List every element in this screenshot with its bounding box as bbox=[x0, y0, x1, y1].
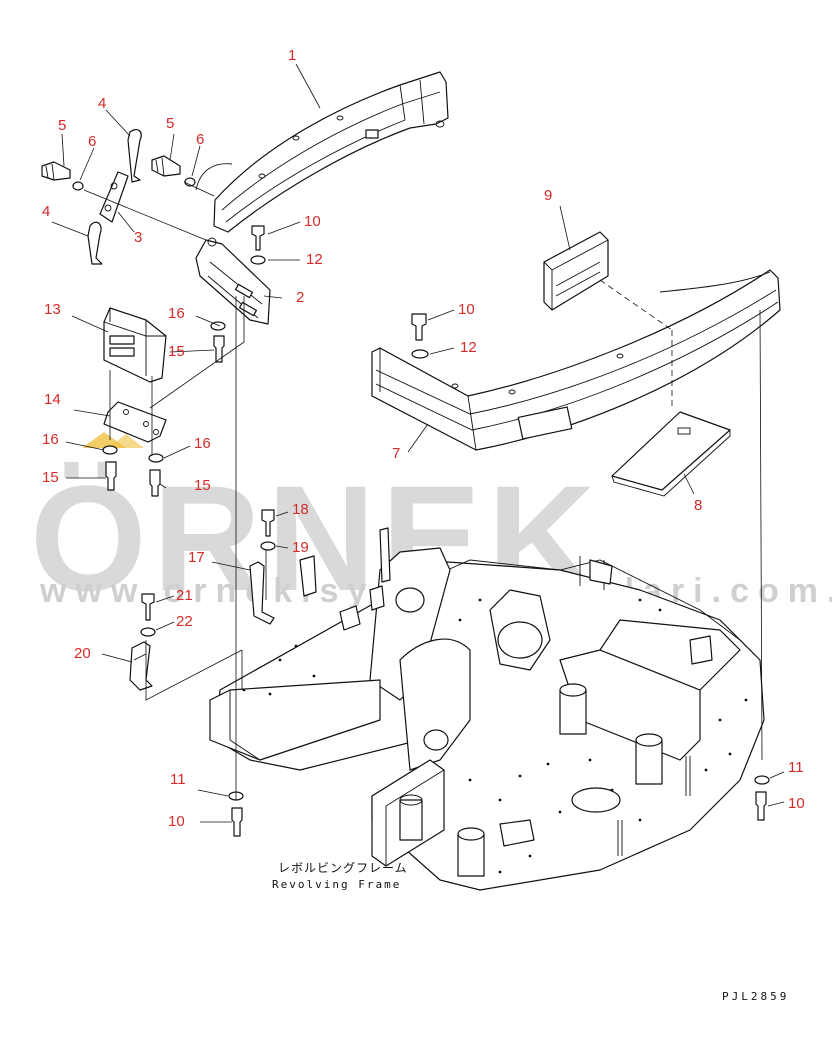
callout-3: 3 bbox=[134, 229, 142, 246]
callout-4-lower: 4 bbox=[42, 203, 50, 220]
callout-15-b: 15 bbox=[42, 469, 59, 486]
callout-20: 20 bbox=[74, 645, 91, 662]
part-20-bracket bbox=[129, 641, 153, 691]
callout-7: 7 bbox=[392, 445, 400, 462]
callout-9: 9 bbox=[544, 187, 552, 204]
part-10-bolt-upper-left bbox=[251, 225, 265, 251]
part-16-washer-right bbox=[148, 453, 164, 463]
part-7-counterweight bbox=[371, 269, 781, 451]
part-15-bolt-upper bbox=[213, 335, 225, 363]
callout-6-left: 6 bbox=[88, 133, 96, 150]
callout-15-c: 15 bbox=[194, 477, 211, 494]
part-4-spring-upper bbox=[127, 128, 142, 183]
callout-2: 2 bbox=[296, 289, 304, 306]
callout-15-a: 15 bbox=[168, 343, 185, 360]
callout-14: 14 bbox=[44, 391, 61, 408]
callout-19: 19 bbox=[292, 539, 309, 556]
part-9-pad bbox=[543, 231, 609, 311]
callout-6-right: 6 bbox=[196, 131, 204, 148]
caption-english: Revolving Frame bbox=[272, 878, 401, 891]
part-1-front-frame bbox=[195, 71, 449, 233]
part-4-spring-lower bbox=[87, 221, 103, 265]
callout-5-right: 5 bbox=[166, 115, 174, 132]
callout-11-a: 11 bbox=[170, 771, 186, 788]
part-21-bolt bbox=[141, 593, 155, 621]
part-10-bolt-upper-right bbox=[411, 313, 427, 341]
revolving-frame bbox=[209, 527, 765, 891]
part-19-washer bbox=[260, 541, 276, 551]
callout-11-b: 11 bbox=[788, 759, 804, 776]
callout-21: 21 bbox=[176, 587, 193, 604]
callout-labels: 1 2 3 4 4 5 5 6 6 7 8 9 10 10 10 10 11 1… bbox=[42, 47, 805, 830]
callout-18: 18 bbox=[292, 501, 309, 518]
callout-4-upper: 4 bbox=[98, 95, 106, 112]
caption-japanese: レボルビングフレーム bbox=[278, 861, 408, 875]
part-5-bolt-left bbox=[41, 161, 71, 181]
callout-12-a: 12 bbox=[306, 251, 323, 268]
callout-5-left: 5 bbox=[58, 117, 66, 134]
callout-17: 17 bbox=[188, 549, 205, 566]
part-5-bolt-right bbox=[151, 155, 181, 177]
callout-16-c: 16 bbox=[194, 435, 211, 452]
part-3-link-plate bbox=[99, 171, 129, 223]
part-14-plate bbox=[103, 401, 167, 443]
part-12-washer-upper-right bbox=[411, 349, 429, 359]
part-15-bolt-left bbox=[105, 461, 117, 491]
callout-16-a: 16 bbox=[168, 305, 185, 322]
part-12-washer-upper-left bbox=[250, 255, 266, 265]
part-16-washer-left bbox=[102, 445, 118, 455]
part-11-washer-right bbox=[754, 775, 770, 785]
callout-22: 22 bbox=[176, 613, 193, 630]
part-18-bolt bbox=[261, 509, 275, 537]
part-15-bolt-right bbox=[149, 469, 161, 497]
callout-1: 1 bbox=[288, 47, 296, 64]
callout-10-c: 10 bbox=[168, 813, 185, 830]
caption: レボルビングフレーム Revolving Frame bbox=[272, 861, 408, 891]
watermark-accent-right bbox=[108, 434, 144, 448]
callout-10-a: 10 bbox=[304, 213, 321, 230]
callout-10-d: 10 bbox=[788, 795, 805, 812]
part-6-washer-left bbox=[72, 181, 84, 191]
drawing-code: PJL2859 bbox=[722, 990, 789, 1003]
part-13-cover bbox=[103, 307, 167, 383]
part-10-bolt-lower-left bbox=[231, 807, 243, 837]
part-10-bolt-lower-right bbox=[755, 791, 767, 821]
callout-10-b: 10 bbox=[458, 301, 475, 318]
callout-8: 8 bbox=[694, 497, 702, 514]
callout-leaders bbox=[51, 63, 785, 823]
callout-13: 13 bbox=[44, 301, 61, 318]
alignment-lines bbox=[83, 181, 763, 800]
part-8-shim bbox=[611, 411, 731, 497]
part-17-bracket bbox=[249, 561, 275, 625]
callout-12-b: 12 bbox=[460, 339, 477, 356]
part-2-bracket bbox=[195, 237, 271, 325]
callout-16-b: 16 bbox=[42, 431, 59, 448]
part-22-washer bbox=[140, 627, 156, 637]
